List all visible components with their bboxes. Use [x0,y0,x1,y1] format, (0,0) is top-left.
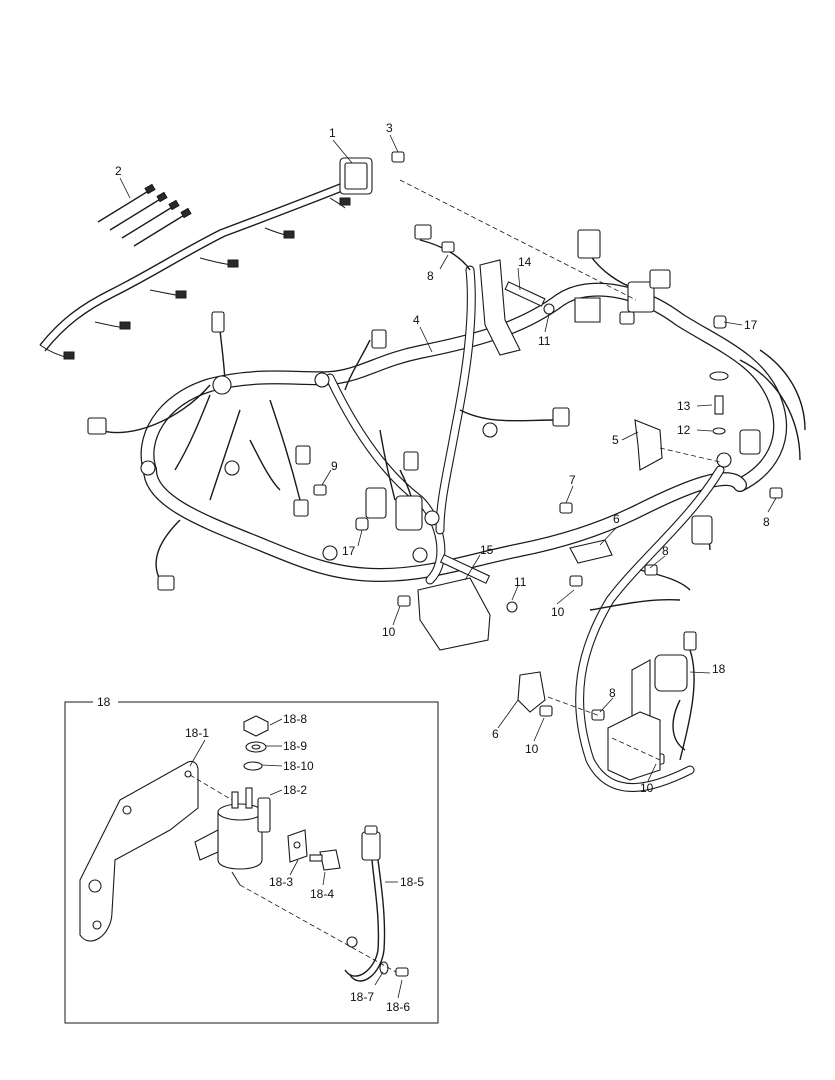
callout-labels: 1 3 2 4 5 6 6 7 8 8 8 8 9 10 10 10 10 11… [115,121,770,795]
callout-1: 1 [329,126,336,140]
callout-13: 13 [677,399,691,413]
main-wiring-harness [99,239,806,792]
callout-17-left: 17 [342,544,356,558]
callout-10-right: 10 [640,781,654,795]
callout-4: 4 [413,313,420,327]
callout-3: 3 [386,121,393,135]
callout-5: 5 [612,433,619,447]
inset-label-18-8: 18-8 [283,712,307,726]
inset-label-18-6: 18-6 [386,1000,410,1014]
inset-label-18-4: 18-4 [310,887,334,901]
inset-label: 18 [97,695,111,709]
callout-6-lower: 6 [492,727,499,741]
callout-leaders [119,134,777,782]
callout-2: 2 [115,164,122,178]
callout-12: 12 [677,423,691,437]
callout-15: 15 [480,543,494,557]
inset-label-18-7: 18-7 [350,990,374,1004]
sub-harness [39,157,373,360]
callout-9: 9 [331,459,338,473]
callout-10-mid: 10 [551,605,565,619]
callout-17-right: 17 [744,318,758,332]
callout-14: 14 [518,255,532,269]
inset-label-18-9: 18-9 [283,739,307,753]
callout-10-left: 10 [382,625,396,639]
inset-label-18-2: 18-2 [283,783,307,797]
harness-connectors [87,224,761,591]
inset-detail-18: 18 [64,695,439,1024]
inset-label-18-1: 18-1 [185,726,209,740]
callout-8-low: 8 [609,686,616,700]
cable-ties [97,183,192,247]
callout-8-mid: 8 [662,544,669,558]
inset-label-18-5: 18-5 [400,875,424,889]
inset-label-18-10: 18-10 [283,759,314,773]
callout-6-upper: 6 [613,512,620,526]
inset-label-18-3: 18-3 [269,875,293,889]
callout-11-mid: 11 [514,575,527,589]
callout-7: 7 [569,473,576,487]
callout-8-right: 8 [763,515,770,529]
callout-18: 18 [712,662,726,676]
callout-8-top: 8 [427,269,434,283]
callout-11-top: 11 [538,334,551,348]
callout-10-lower: 10 [525,742,539,756]
